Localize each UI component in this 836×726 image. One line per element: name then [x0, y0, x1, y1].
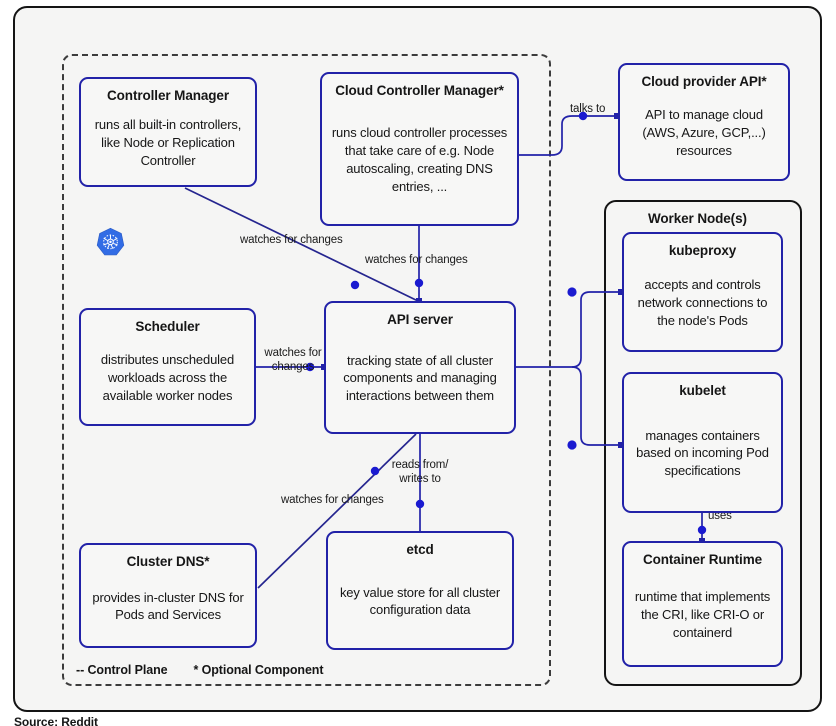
source-caption: Source: Reddit: [14, 715, 98, 726]
node-container-runtime[interactable]: Container Runtime runtime that implement…: [622, 541, 783, 667]
node-body-cloud-provider-api: API to manage cloud (AWS, Azure, GCP,...…: [642, 107, 766, 158]
edge-label-ccm-watches: watches for changes: [365, 254, 468, 266]
node-body-cloud-controller-manager: runs cloud controller processes that tak…: [331, 125, 508, 194]
node-title-etcd: etcd: [406, 542, 434, 557]
edge-label-cluster-dns-watches: watches for changes: [281, 494, 384, 506]
node-title-scheduler: Scheduler: [135, 319, 200, 334]
node-kubeproxy[interactable]: kubeproxy accepts and controls network c…: [622, 232, 783, 352]
node-title-cloud-provider-api: Cloud provider API*: [641, 74, 767, 89]
edge-label-kubelet-uses: uses: [708, 510, 732, 522]
legend-control-plane: -- Control Plane: [76, 663, 168, 677]
node-api-server[interactable]: API server tracking state of all cluster…: [324, 301, 516, 434]
node-title-api-server: API server: [387, 312, 453, 327]
node-body-cluster-dns: provides in-cluster DNS for Pods and Ser…: [92, 589, 244, 623]
node-body-kubelet: manages containers based on incoming Pod…: [636, 427, 769, 479]
node-controller-manager[interactable]: Controller Manager runs all built-in con…: [79, 77, 257, 187]
node-scheduler[interactable]: Scheduler distributes unscheduled worklo…: [79, 308, 256, 426]
node-body-api-server: tracking state of all cluster components…: [343, 352, 497, 404]
node-body-etcd: key value store for all cluster configur…: [339, 584, 501, 618]
node-title-cloud-controller-manager: Cloud Controller Manager*: [335, 83, 504, 98]
kubernetes-logo-icon: [96, 227, 125, 256]
node-kubelet[interactable]: kubelet manages containers based on inco…: [622, 372, 783, 513]
worker-node-region-label: Worker Node(s): [648, 211, 747, 226]
node-title-controller-manager: Controller Manager: [107, 88, 229, 103]
node-etcd[interactable]: etcd key value store for all cluster con…: [326, 531, 514, 650]
node-body-container-runtime: runtime that implements the CRI, like CR…: [634, 589, 771, 640]
edge-label-talks-to: talks to: [570, 103, 606, 115]
node-cloud-controller-manager[interactable]: Cloud Controller Manager* runs cloud con…: [320, 72, 519, 226]
node-title-kubelet: kubelet: [679, 383, 726, 398]
legend-optional-component: * Optional Component: [193, 663, 324, 677]
node-title-kubeproxy: kubeproxy: [668, 243, 737, 258]
edge-label-scheduler-watches: watches for changes: [264, 347, 322, 373]
edge-label-api-server-etcd: reads from/ writes to: [391, 459, 449, 485]
node-body-kubeproxy: accepts and controls network connections…: [637, 277, 768, 328]
node-body-controller-manager: runs all built-in controllers, like Node…: [94, 117, 242, 168]
legend: -- Control Plane * Optional Component: [76, 663, 324, 677]
node-cloud-provider-api[interactable]: Cloud provider API* API to manage cloud …: [618, 63, 790, 181]
control-plane-region: [62, 54, 551, 686]
node-title-cluster-dns: Cluster DNS*: [126, 554, 210, 569]
node-body-scheduler: distributes unscheduled workloads across…: [100, 352, 235, 403]
node-title-container-runtime: Container Runtime: [642, 552, 763, 567]
node-cluster-dns[interactable]: Cluster DNS* provides in-cluster DNS for…: [79, 543, 257, 648]
edge-label-controller-manager-watches: watches for changes: [240, 234, 343, 246]
